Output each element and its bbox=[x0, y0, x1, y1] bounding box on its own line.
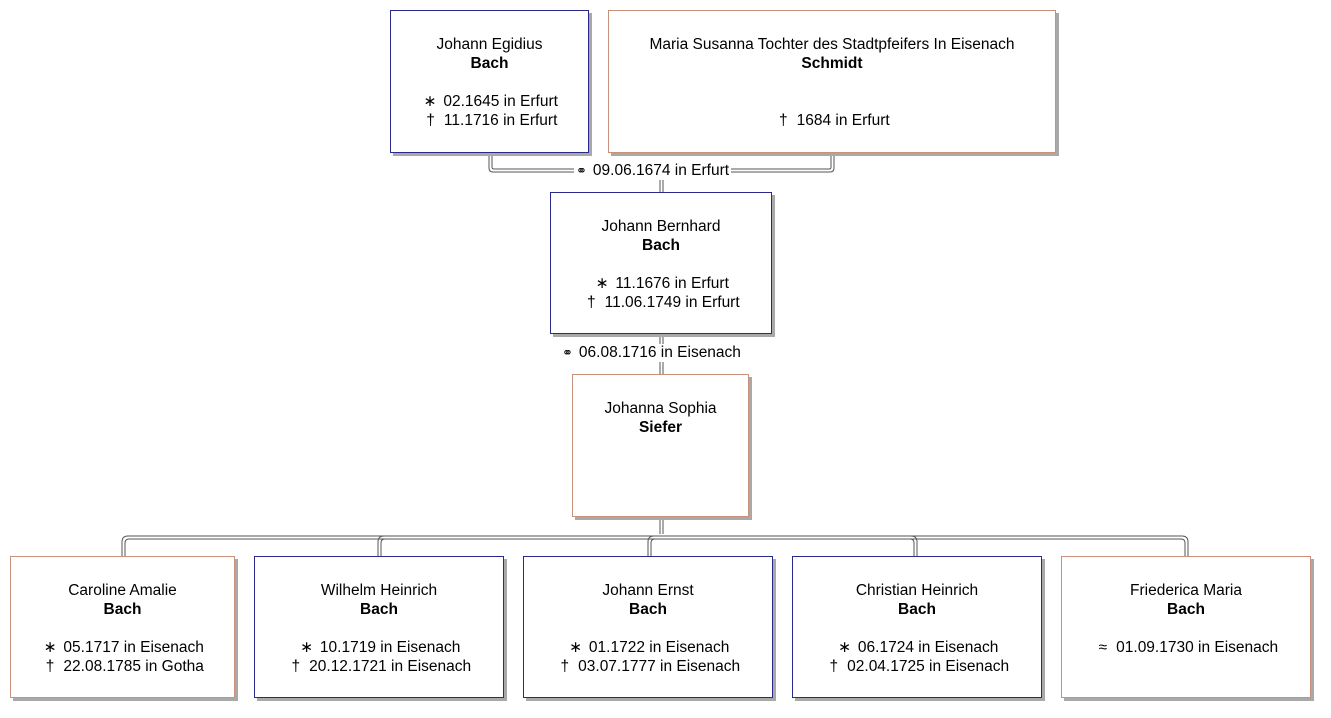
birth-event: ∗ 05.1717 in Eisenach bbox=[11, 638, 234, 657]
surname: Bach bbox=[470, 55, 509, 72]
person-card-subject[interactable]: Johann Bernhard Bach ∗ 11.1676 in Erfurt… bbox=[550, 192, 772, 334]
birth-event: ∗ 06.1724 in Eisenach bbox=[793, 638, 1041, 657]
birth-icon: ∗ bbox=[300, 639, 314, 656]
marriage-rings-icon: ⚭ bbox=[562, 345, 573, 360]
death-icon: † bbox=[829, 658, 839, 675]
death-event: † 11.06.1749 in Erfurt bbox=[551, 293, 771, 312]
surname: Schmidt bbox=[801, 55, 863, 72]
marriage-date: 09.06.1674 in Erfurt bbox=[592, 162, 730, 179]
death-event: † 20.12.1721 in Eisenach bbox=[255, 657, 503, 676]
birth-icon: ∗ bbox=[43, 639, 57, 656]
surname: Bach bbox=[360, 601, 398, 618]
birth-icon: ∗ bbox=[423, 93, 437, 110]
death-event: † 1684 in Erfurt bbox=[609, 111, 1055, 130]
death-icon: † bbox=[560, 658, 570, 675]
given-name: Maria Susanna Tochter des Stadtpfeifers … bbox=[649, 36, 1015, 53]
given-name: Caroline Amalie bbox=[68, 582, 177, 599]
surname: Bach bbox=[103, 601, 142, 618]
death-icon: † bbox=[45, 658, 55, 675]
surname: Bach bbox=[1167, 601, 1205, 618]
death-event: † 11.1716 in Erfurt bbox=[391, 111, 588, 130]
given-name: Johanna Sophia bbox=[604, 400, 717, 417]
death-icon: † bbox=[587, 294, 596, 311]
person-card-child[interactable]: Caroline Amalie Bach ∗ 05.1717 in Eisena… bbox=[10, 556, 235, 698]
baptism-icon: ≈ bbox=[1098, 639, 1108, 656]
birth-event: ∗ 10.1719 in Eisenach bbox=[255, 638, 503, 657]
person-card-mother[interactable]: Maria Susanna Tochter des Stadtpfeifers … bbox=[608, 10, 1056, 153]
birth-event: ∗ 02.1645 in Erfurt bbox=[391, 92, 588, 111]
given-name: Johann Ernst bbox=[602, 582, 694, 599]
death-icon: † bbox=[779, 112, 788, 129]
birth-icon: ∗ bbox=[595, 275, 609, 292]
given-name: Wilhelm Heinrich bbox=[320, 582, 438, 599]
marriage-date: 06.08.1716 in Eisenach bbox=[578, 344, 741, 361]
birth-event: ∗ 11.1676 in Erfurt bbox=[551, 274, 771, 293]
birth-event: ∗ 01.1722 in Eisenach bbox=[524, 638, 772, 657]
baptism-event: ≈ 01.09.1730 in Eisenach bbox=[1062, 638, 1310, 657]
person-card-child[interactable]: Wilhelm Heinrich Bach ∗ 10.1719 in Eisen… bbox=[254, 556, 504, 698]
death-icon: † bbox=[426, 112, 435, 129]
death-event: † 02.04.1725 in Eisenach bbox=[793, 657, 1041, 676]
surname: Siefer bbox=[638, 419, 683, 436]
given-name: Johann Egidius bbox=[436, 36, 543, 53]
death-event: † 03.07.1777 in Eisenach bbox=[524, 657, 772, 676]
marriage-label-subject: ⚭ 06.08.1716 in Eisenach bbox=[560, 344, 743, 362]
person-card-child[interactable]: Christian Heinrich Bach ∗ 06.1724 in Eis… bbox=[792, 556, 1042, 698]
person-card-child[interactable]: Friederica Maria Bach ≈ 01.09.1730 in Ei… bbox=[1061, 556, 1311, 698]
birth-icon: ∗ bbox=[569, 639, 583, 656]
surname: Bach bbox=[898, 601, 936, 618]
marriage-rings-icon: ⚭ bbox=[576, 163, 587, 178]
person-card-father[interactable]: Johann Egidius Bach ∗ 02.1645 in Erfurt … bbox=[390, 10, 589, 153]
given-name: Friederica Maria bbox=[1130, 582, 1242, 599]
given-name: Christian Heinrich bbox=[855, 582, 979, 599]
surname: Bach bbox=[642, 237, 680, 254]
given-name: Johann Bernhard bbox=[601, 218, 721, 235]
death-event: † 22.08.1785 in Gotha bbox=[11, 657, 234, 676]
person-card-spouse[interactable]: Johanna Sophia Siefer bbox=[572, 374, 749, 517]
birth-icon: ∗ bbox=[838, 639, 852, 656]
death-icon: † bbox=[291, 658, 301, 675]
person-card-child[interactable]: Johann Ernst Bach ∗ 01.1722 in Eisenach … bbox=[523, 556, 773, 698]
surname: Bach bbox=[629, 601, 667, 618]
marriage-label-parents: ⚭ 09.06.1674 in Erfurt bbox=[574, 162, 732, 180]
